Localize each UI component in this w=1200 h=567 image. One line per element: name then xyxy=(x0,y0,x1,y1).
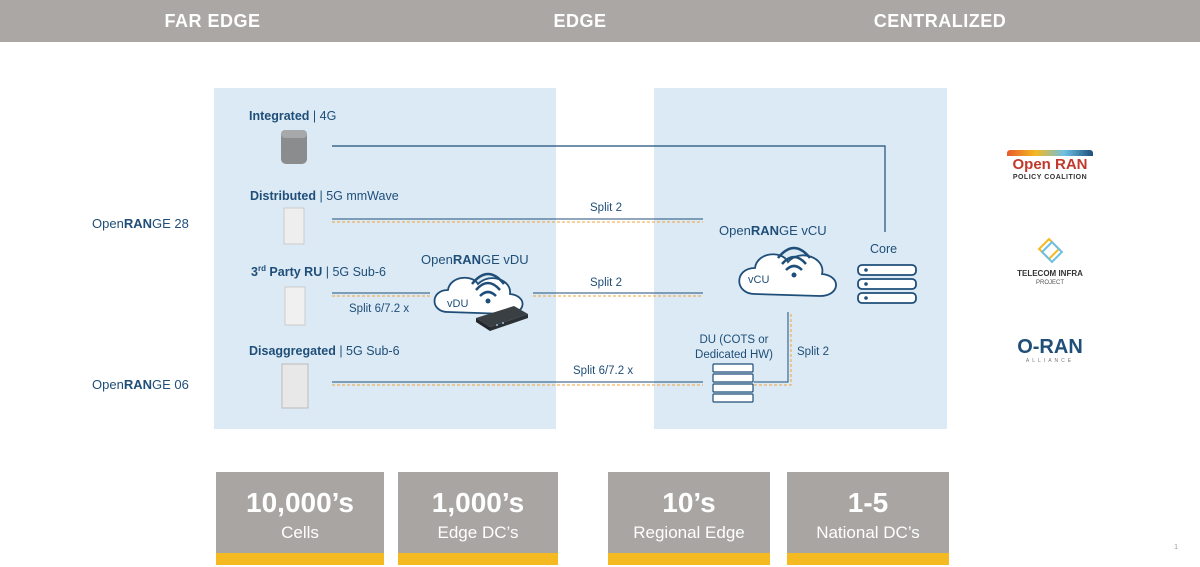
radio-label-disaggregated: Disaggregated | 5G Sub-6 xyxy=(249,344,400,358)
stat-caption: Cells xyxy=(281,523,319,542)
du-to-vcu-line xyxy=(754,312,789,383)
vcu-cloud-label: vCU xyxy=(748,274,770,286)
radio-label-distributed: Distributed | 5G mmWave xyxy=(250,189,399,203)
stat-box-national-dcs: 1-5 National DC’s xyxy=(787,472,949,565)
vdu-title: OpenRANGE vDU xyxy=(421,252,529,267)
stat-number: 1-5 xyxy=(847,487,889,518)
distributed-radio-icon xyxy=(283,207,305,245)
stat-strip xyxy=(398,553,558,565)
radio-label-third-party: 3rd Party RU | 5G Sub-6 xyxy=(251,264,386,280)
stat-caption: Edge DC’s xyxy=(437,523,519,542)
core-server-icon xyxy=(857,264,917,304)
integrated-to-core-line xyxy=(332,145,886,232)
openrange06-label: OpenRANGE 06 xyxy=(92,377,189,392)
du-server-icon xyxy=(712,363,754,403)
radio-label-integrated: Integrated | 4G xyxy=(249,109,337,123)
stat-strip xyxy=(216,553,384,565)
o-ran-alliance-logo: O-RAN ALLIANCE xyxy=(1017,336,1083,364)
stat-number: 1,000’s xyxy=(431,487,525,518)
stat-caption: National DC’s xyxy=(816,523,920,542)
far-edge-panel xyxy=(214,88,556,429)
split-label-distributed: Split 2 xyxy=(590,202,622,214)
stat-caption: Regional Edge xyxy=(633,523,745,542)
stat-box-regional-edge: 10’s Regional Edge xyxy=(608,472,770,565)
split-label-disagg-du: Split 6/7.2 x xyxy=(573,365,634,377)
open-ran-policy-coalition-logo: Open RAN POLICY COALITION xyxy=(1000,150,1100,181)
zone-header-bar xyxy=(0,0,1200,42)
stat-strip xyxy=(787,553,949,565)
integrated-radio-icon xyxy=(281,130,307,164)
stat-box-cells: 10,000’s Cells xyxy=(216,472,384,565)
disaggregated-radio-icon xyxy=(281,363,309,409)
vcu-title: OpenRANGE vCU xyxy=(719,223,827,238)
telecom-infra-project-logo: TELECOM INFRA PROJECT xyxy=(1000,236,1100,287)
split-label-du-vcu: Split 2 xyxy=(797,346,829,358)
core-label: Core xyxy=(870,242,898,256)
zone-title-far-edge: FAR EDGE xyxy=(164,11,261,31)
zone-title-centralized: CENTRALIZED xyxy=(873,11,1007,31)
third-party-ru-icon xyxy=(284,286,306,326)
vcu-cloud-icon xyxy=(738,246,837,297)
stat-box-edge-dcs: 1,000’s Edge DC’s xyxy=(398,472,558,565)
openrange28-label: OpenRANGE 28 xyxy=(92,216,189,231)
page-number: 1 xyxy=(1174,544,1178,551)
stat-strip xyxy=(608,553,770,565)
vdu-cloud-label: vDU xyxy=(447,298,469,310)
stat-number: 10’s xyxy=(662,487,716,518)
stat-number: 10,000’s xyxy=(246,487,354,518)
split-label-ru-vdu: Split 6/7.2 x xyxy=(349,303,410,315)
vdu-cloud-icon xyxy=(433,272,524,315)
tip-diamond-icon xyxy=(1037,237,1064,264)
zone-title-edge: EDGE xyxy=(553,11,607,31)
split-label-vdu-vcu: Split 2 xyxy=(590,277,622,289)
vdu-server-icon xyxy=(476,306,528,331)
